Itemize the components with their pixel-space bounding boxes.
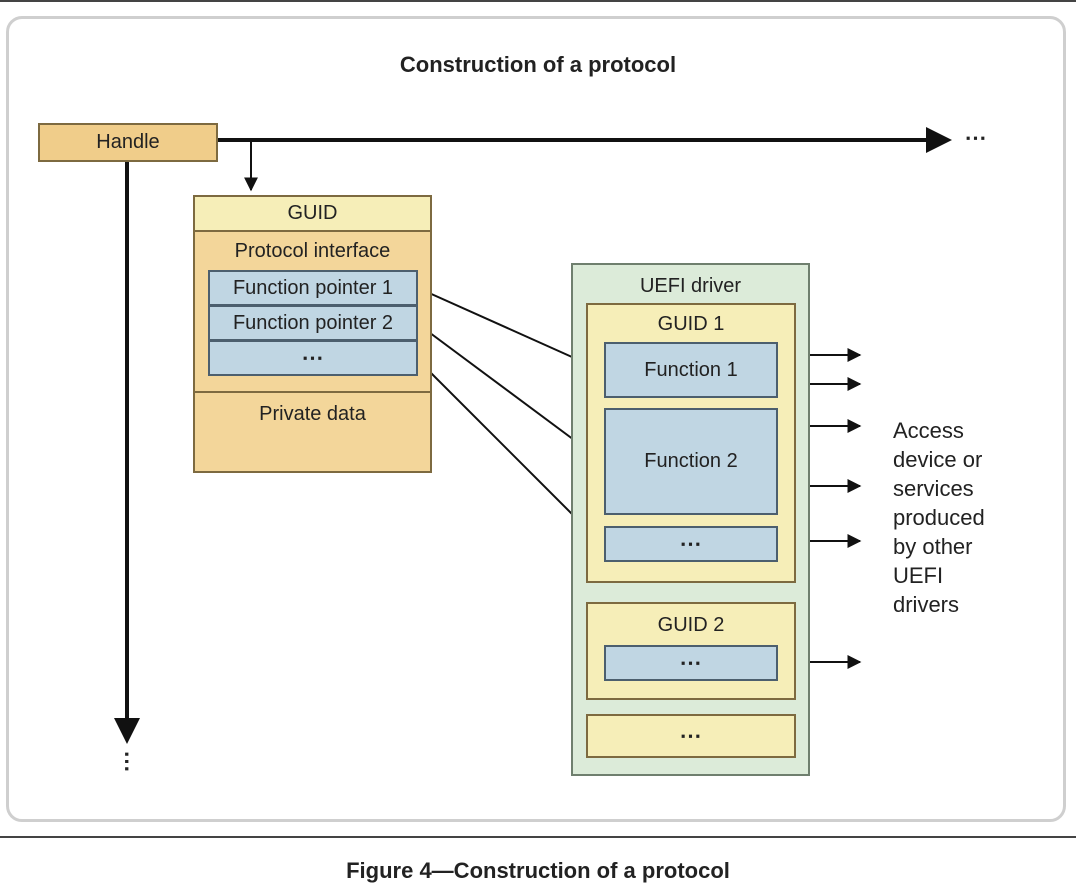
access-note-line: UEFI	[893, 563, 944, 588]
access-note-line: services	[893, 476, 974, 501]
figure-caption: Figure 4—Construction of a protocol	[346, 858, 730, 883]
handle-vertical-arrowhead	[114, 718, 140, 744]
handle-box: Handle	[38, 123, 218, 162]
guid1-label: GUID 1	[657, 312, 725, 335]
function-more-box: ⋯	[604, 526, 778, 562]
handle-horizontal-continuation: ⋯	[964, 125, 988, 150]
private-data-divider	[195, 391, 430, 393]
handle-horizontal-arrowhead	[926, 127, 952, 153]
fp1-to-function1-arrow	[417, 287, 603, 372]
function-1-box: Function 1	[604, 342, 778, 398]
function-pointer-2: Function pointer 2	[208, 305, 418, 341]
top-rule	[0, 0, 1076, 2]
function-pointer-1: Function pointer 1	[208, 270, 418, 306]
guid2-label: GUID 2	[657, 613, 725, 636]
handle-vertical-continuation: ⋯	[115, 750, 140, 774]
function-2-box: Function 2	[604, 408, 778, 515]
access-note-line: drivers	[893, 592, 960, 617]
uefi-driver-label: UEFI driver	[639, 274, 742, 297]
access-note-line: by other	[893, 534, 973, 559]
diagram-title: Construction of a protocol	[399, 52, 677, 77]
fp2-to-function2-arrow	[417, 323, 603, 461]
guid-header: GUID	[195, 197, 430, 232]
access-note-line: device or	[893, 447, 983, 472]
more-guids-box: ⋯	[586, 714, 796, 758]
access-note: Access device or services produced by ot…	[893, 416, 1053, 619]
private-data-label: Private data	[259, 402, 366, 425]
bottom-rule	[0, 836, 1076, 838]
function-pointer-more: ⋯	[208, 340, 418, 376]
fp3-to-function3-arrow	[417, 359, 602, 544]
access-note-line: produced	[893, 505, 985, 530]
protocol-interface-label: Protocol interface	[234, 239, 391, 262]
access-note-line: Access	[893, 418, 964, 443]
guid2-function-box: ⋯	[604, 645, 778, 681]
